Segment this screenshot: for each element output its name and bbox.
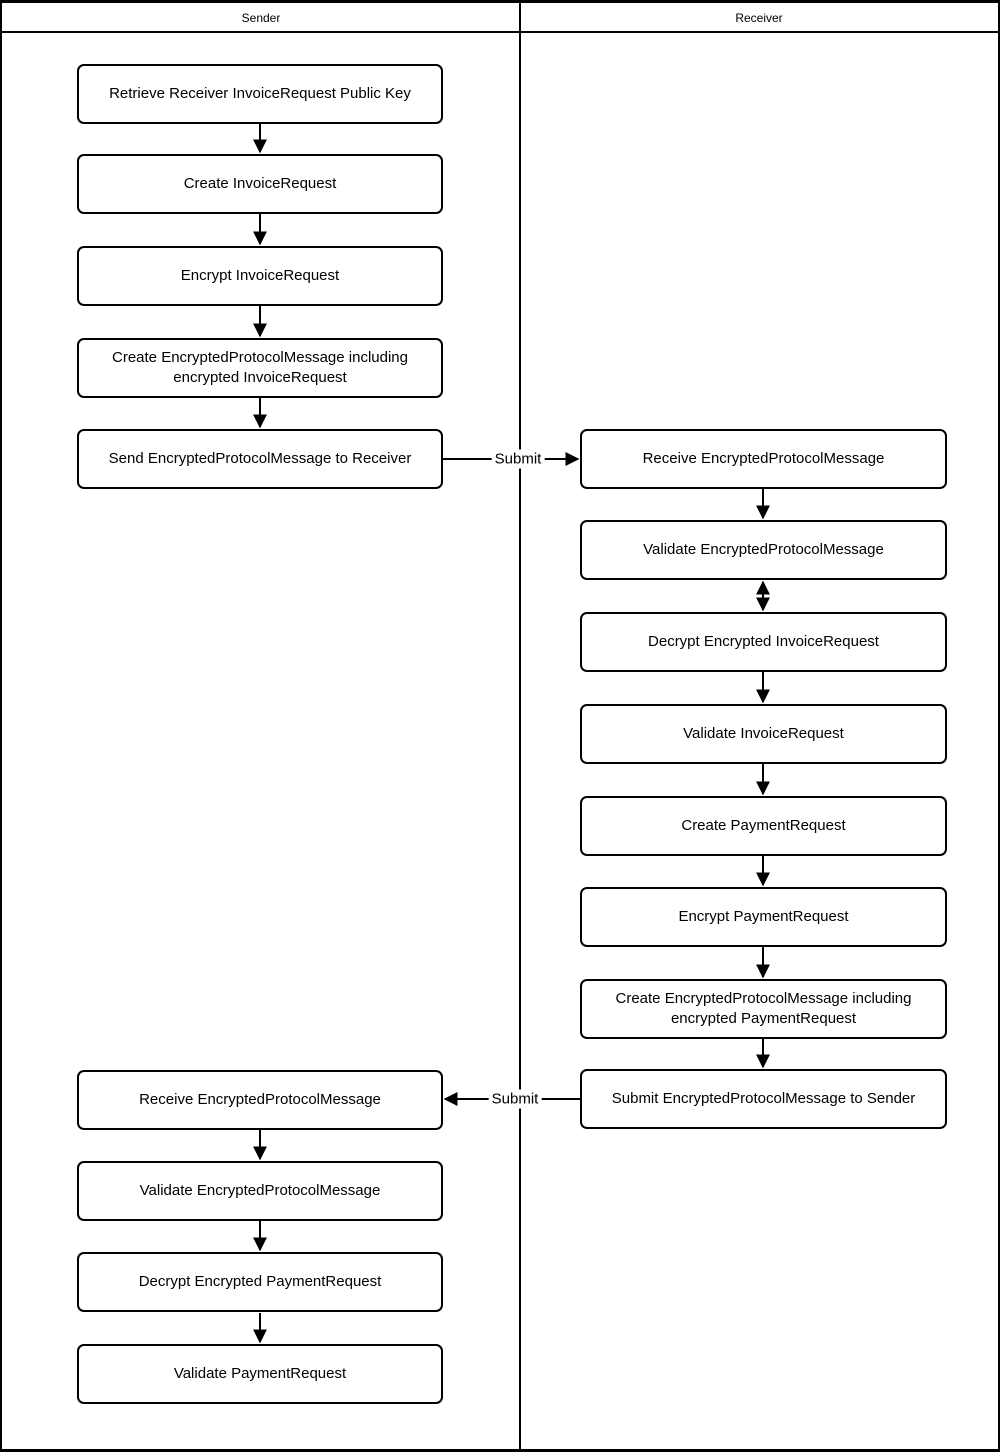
node-create-encryptedprotocolmessage-invoicerequest: Create EncryptedProtocolMessage includin… (77, 338, 443, 398)
lane-header-sender-label: Sender (241, 10, 281, 25)
edge-label-submit-to-receiver: Submit (491, 449, 545, 469)
node-decrypt-encrypted-invoicerequest: Decrypt Encrypted InvoiceRequest (580, 612, 947, 672)
node-decrypt-encrypted-paymentrequest: Decrypt Encrypted PaymentRequest (77, 1252, 443, 1312)
node-validate-invoicerequest: Validate InvoiceRequest (580, 704, 947, 764)
node-validate-encryptedprotocolmessage-sender: Validate EncryptedProtocolMessage (77, 1161, 443, 1221)
lane-header-sender: Sender (2, 3, 520, 32)
node-validate-paymentrequest: Validate PaymentRequest (77, 1344, 443, 1404)
node-create-encryptedprotocolmessage-paymentrequest: Create EncryptedProtocolMessage includin… (580, 979, 947, 1039)
node-encrypt-paymentrequest: Encrypt PaymentRequest (580, 887, 947, 947)
node-validate-encryptedprotocolmessage-receiver: Validate EncryptedProtocolMessage (580, 520, 947, 580)
edge-label-submit-to-sender: Submit (488, 1089, 542, 1109)
node-receive-encryptedprotocolmessage-receiver: Receive EncryptedProtocolMessage (580, 429, 947, 489)
node-create-paymentrequest: Create PaymentRequest (580, 796, 947, 856)
node-submit-encryptedprotocolmessage-to-sender: Submit EncryptedProtocolMessage to Sende… (580, 1069, 947, 1129)
node-retrieve-receiver-invoicerequest-public-key: Retrieve Receiver InvoiceRequest Public … (77, 64, 443, 124)
lane-header-receiver: Receiver (520, 3, 998, 32)
node-send-encryptedprotocolmessage-to-receiver: Send EncryptedProtocolMessage to Receive… (77, 429, 443, 489)
connector-layer (2, 3, 998, 1449)
node-create-invoicerequest: Create InvoiceRequest (77, 154, 443, 214)
lane-header-receiver-label: Receiver (735, 10, 783, 25)
node-receive-encryptedprotocolmessage-sender: Receive EncryptedProtocolMessage (77, 1070, 443, 1130)
node-encrypt-invoicerequest: Encrypt InvoiceRequest (77, 246, 443, 306)
